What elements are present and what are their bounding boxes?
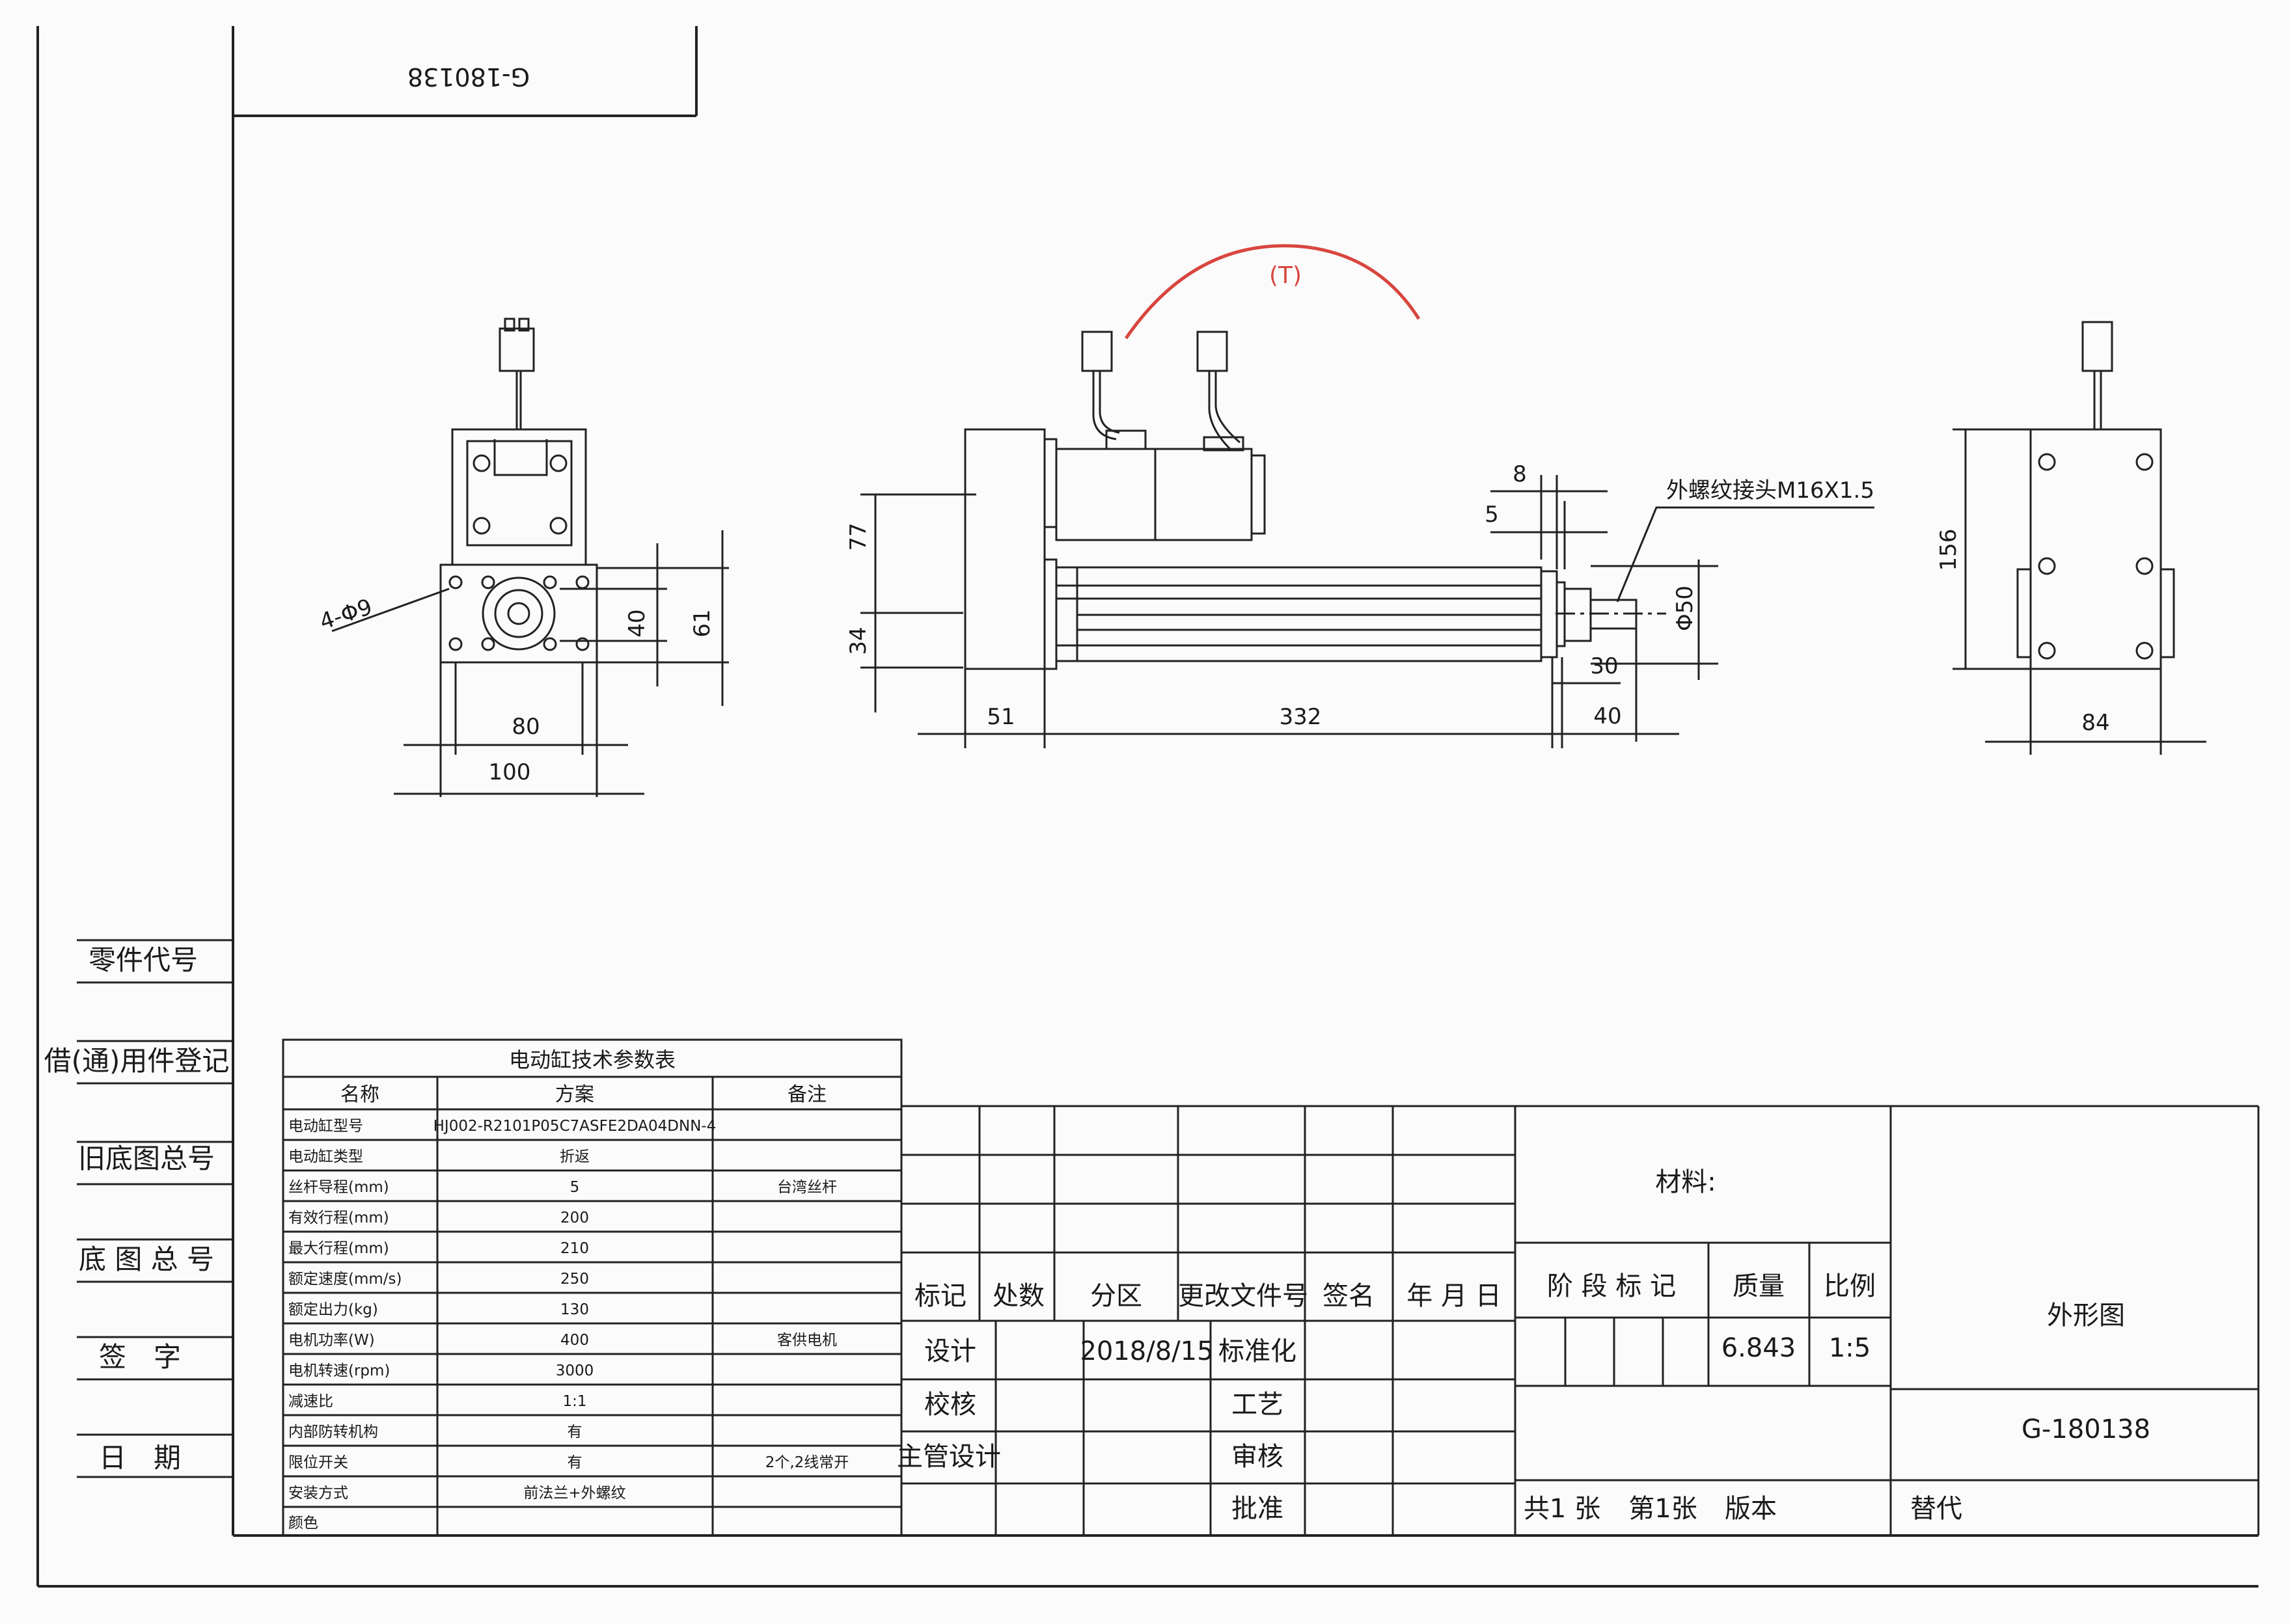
dim-front-61: 61	[689, 609, 715, 637]
param-cell: 前法兰+外螺纹	[523, 1485, 625, 1502]
side-label-master: 底 图 总 号	[79, 1243, 214, 1275]
param-cell: 250	[560, 1271, 589, 1288]
param-cell: 客供电机	[777, 1332, 837, 1349]
label-review: 审核	[1231, 1442, 1283, 1472]
label-mass: 质量	[1733, 1271, 1785, 1301]
dim-side-77: 77	[845, 522, 871, 550]
dim-side-51: 51	[987, 704, 1015, 730]
dim-side-phi50: Φ50	[1672, 586, 1698, 631]
red-stamp: (T)	[1124, 244, 1421, 340]
label-standard: 标准化	[1218, 1336, 1296, 1366]
label-process: 工艺	[1231, 1390, 1283, 1420]
thread-note: 外螺纹接头M16X1.5	[1666, 478, 1874, 504]
param-cell: 有效行程(mm)	[288, 1210, 389, 1226]
mirrored-drawing-number: G-180138	[407, 62, 530, 91]
side-label-sign: 签 字	[99, 1341, 181, 1373]
stamp-text: (T)	[1269, 262, 1302, 289]
param-cell: 3000	[556, 1362, 594, 1379]
design-date: 2018/8/15	[1080, 1336, 1213, 1366]
param-header-plan: 方案	[555, 1083, 594, 1106]
rev-header-count: 处数	[993, 1281, 1045, 1311]
param-cell: 5	[570, 1179, 580, 1196]
param-cell: 额定速度(mm/s)	[288, 1271, 402, 1288]
rev-header-mark: 标记	[914, 1281, 966, 1311]
dim-4-phi9: 4-Φ9	[316, 594, 376, 635]
param-cell: 最大行程(mm)	[288, 1240, 389, 1257]
label-material: 材料:	[1655, 1167, 1716, 1197]
param-cell: 电动缸型号	[288, 1118, 363, 1135]
rev-header-doc: 更改文件号	[1178, 1281, 1308, 1311]
param-cell: 200	[560, 1210, 589, 1226]
dim-side-5: 5	[1485, 502, 1499, 528]
param-cell: 颜色	[288, 1515, 318, 1532]
param-cell: 电机功率(W)	[288, 1332, 375, 1349]
label-version: 版本	[1725, 1494, 1777, 1524]
side-label-part-code: 零件代号	[89, 944, 198, 976]
drawing-number: G-180138	[2022, 1414, 2150, 1444]
side-label-borrow: 借(通)用件登记	[44, 1045, 230, 1077]
param-cell: HJ002-R2101P05C7ASFE2DA04DNN-4	[433, 1118, 717, 1135]
label-chief: 主管设计	[897, 1442, 1001, 1472]
param-cell: 额定出力(kg)	[288, 1301, 378, 1318]
param-cell: 内部防转机构	[288, 1424, 378, 1441]
param-cell: 丝杆导程(mm)	[288, 1179, 389, 1196]
param-cell: 有	[568, 1454, 583, 1471]
dim-side-40: 40	[1593, 703, 1621, 729]
dim-front-100: 100	[489, 759, 531, 785]
sheet-number: 第1张	[1628, 1494, 1697, 1524]
right-view	[1953, 321, 2206, 755]
param-header-note: 备注	[788, 1083, 827, 1106]
param-header-name: 名称	[340, 1083, 379, 1106]
param-cell: 减速比	[288, 1393, 333, 1410]
label-design: 设计	[924, 1336, 976, 1366]
param-cell: 限位开关	[288, 1454, 348, 1471]
label-scale: 比例	[1824, 1271, 1876, 1301]
label-stage: 阶 段 标 记	[1547, 1271, 1676, 1301]
label-replace: 替代	[1910, 1494, 1962, 1524]
dim-front-40: 40	[624, 609, 650, 637]
param-cell: 有	[568, 1424, 583, 1441]
param-cell: 1:1	[562, 1393, 586, 1410]
dim-front-80: 80	[512, 714, 540, 740]
param-cell: 210	[560, 1240, 589, 1257]
dim-side-34: 34	[845, 627, 871, 655]
drawing-title: 外形图	[2047, 1301, 2125, 1331]
side-label-strip	[77, 939, 233, 1478]
title-block-grid	[900, 1105, 2260, 1536]
scale-value: 1:5	[1829, 1333, 1871, 1363]
side-view	[860, 331, 1874, 748]
param-cell: 折返	[560, 1148, 590, 1165]
dim-right-156: 156	[1936, 529, 1962, 571]
param-cell: 400	[560, 1332, 589, 1349]
param-cell: 电机转速(rpm)	[288, 1362, 390, 1379]
label-approve: 批准	[1231, 1494, 1283, 1524]
param-rows: 电动缸型号 HJ002-R2101P05C7ASFE2DA04DNN-4 电动缸…	[288, 1118, 849, 1532]
dim-side-332: 332	[1280, 704, 1322, 730]
param-cell: 安装方式	[288, 1485, 348, 1502]
param-cell: 台湾丝杆	[777, 1179, 837, 1196]
front-view	[331, 318, 729, 797]
param-table-title: 电动缸技术参数表	[509, 1048, 676, 1072]
param-cell: 130	[560, 1301, 589, 1318]
rev-header-date: 年 月 日	[1406, 1281, 1501, 1311]
mass-value: 6.843	[1721, 1333, 1796, 1363]
dim-right-84: 84	[2081, 710, 2109, 736]
param-table-grid	[282, 1038, 903, 1537]
label-check: 校核	[924, 1390, 976, 1420]
sheets-total: 共1 张	[1524, 1494, 1600, 1524]
side-label-old-master: 旧底图总号	[78, 1143, 215, 1174]
param-cell: 2个,2线常开	[765, 1454, 849, 1471]
dim-side-8: 8	[1513, 461, 1527, 487]
dim-side-30: 30	[1590, 653, 1618, 679]
param-cell: 电动缸类型	[288, 1148, 363, 1165]
rev-header-zone: 分区	[1090, 1281, 1142, 1311]
side-label-date: 日 期	[99, 1442, 181, 1474]
rev-header-sign: 签名	[1323, 1281, 1375, 1311]
